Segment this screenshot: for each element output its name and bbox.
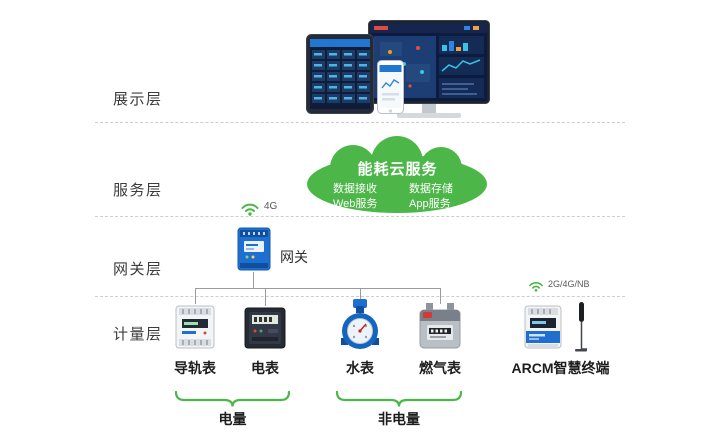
group-label-non-electric: 非电量	[378, 411, 420, 427]
connector-gateway-drop	[253, 272, 254, 288]
device-label-electric-meter: 电表	[251, 360, 279, 376]
cloud-feature-data-store: 数据存储	[409, 183, 453, 195]
monitor-stand-neck	[422, 104, 436, 113]
device-label-water-meter: 水表	[346, 360, 374, 376]
wifi-icon	[528, 279, 544, 292]
electric-meter-icon	[243, 306, 287, 350]
connector-bus	[195, 288, 441, 289]
cloud-title: 能耗云服务	[357, 161, 438, 178]
gateway-label: 网关	[280, 249, 308, 265]
device-label-gas-meter: 燃气表	[419, 360, 461, 376]
device-label-rail-meter: 导轨表	[174, 360, 216, 376]
gas-meter-icon	[417, 303, 463, 351]
wifi-icon	[240, 200, 260, 216]
layer-label-gateway: 网关层	[113, 261, 163, 278]
monitor-screen	[368, 20, 490, 104]
connector-drop-water-meter	[360, 288, 361, 302]
tablet-screen	[306, 34, 374, 114]
cloud-shape	[307, 136, 487, 213]
connector-drop-electric-meter	[265, 288, 266, 306]
gateway-network-label: 4G	[264, 201, 278, 212]
smartphone-screen	[377, 60, 404, 114]
group-label-electric: 电量	[218, 411, 247, 427]
layer-label-display: 展示层	[113, 91, 163, 108]
monitor-stand-base	[397, 113, 461, 118]
connector-drop-rail-meter	[195, 288, 196, 304]
arcm-terminal-icon	[520, 303, 566, 351]
layer-label-metering: 计量层	[113, 326, 163, 343]
desktop-monitor	[368, 20, 492, 120]
arcm-network-label: 2G/4G/NB	[548, 279, 590, 289]
cloud-feature-web-service: Web服务	[333, 198, 378, 210]
cloud-feature-app-service: App服务	[409, 198, 451, 210]
smartphone	[377, 60, 404, 114]
layer-divider	[95, 216, 625, 217]
connector-drop-gas-meter	[440, 288, 441, 304]
group-bracket-electric	[174, 390, 291, 408]
cloud-service: 能耗云服务 数据接收 数据存储 Web服务 App服务	[305, 134, 490, 214]
layer-label-service: 服务层	[113, 182, 163, 199]
tablet	[306, 34, 374, 114]
antenna-icon	[573, 300, 589, 352]
water-meter-icon	[340, 298, 380, 352]
layer-divider	[95, 122, 625, 123]
gateway-device-icon	[236, 224, 272, 272]
device-label-arcm: ARCM智慧终端	[511, 360, 610, 376]
rail-meter-icon	[172, 303, 218, 351]
cloud-feature-data-receive: 数据接收	[333, 183, 377, 195]
group-bracket-non-electric	[335, 390, 463, 408]
